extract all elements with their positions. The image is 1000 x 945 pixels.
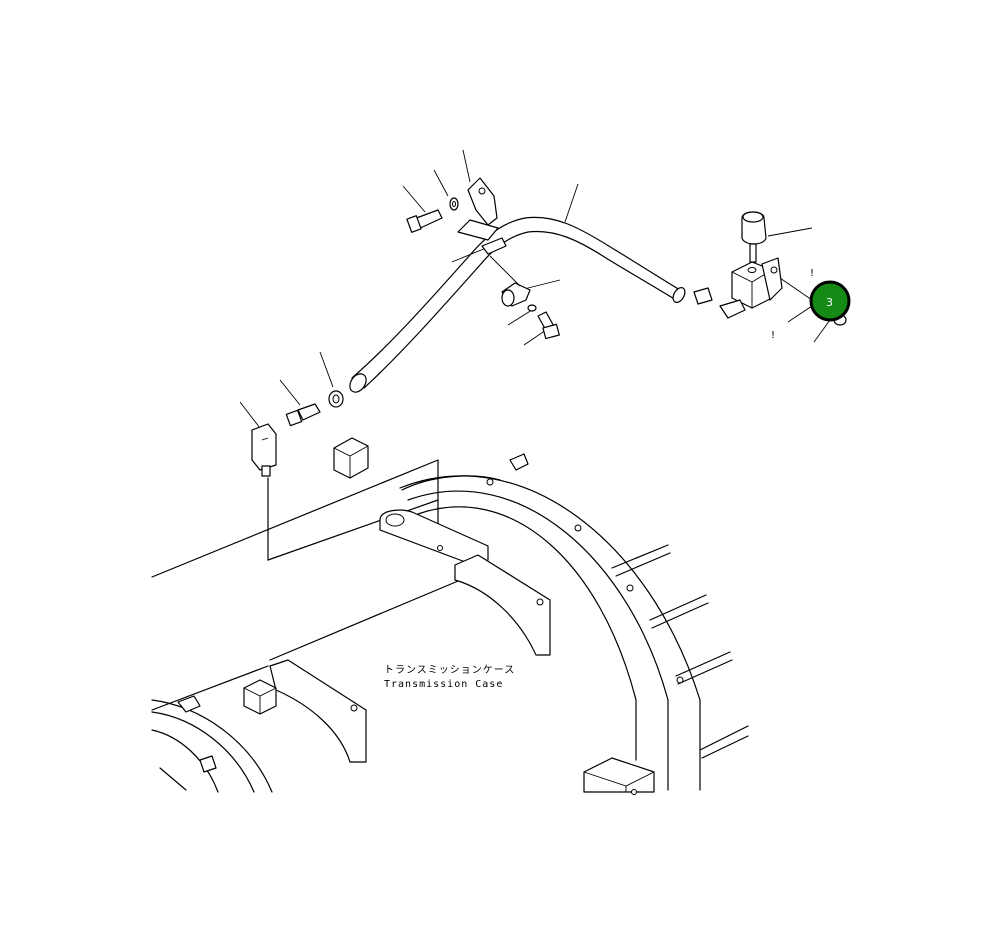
callout-3[interactable]: 3 — [809, 280, 851, 322]
callout-circle[interactable] — [809, 280, 851, 322]
valve-assembly — [693, 211, 847, 326]
mark-lower: ! — [771, 330, 775, 341]
mark-upper: ! — [810, 268, 814, 279]
label-jp: トランスミッションケース — [384, 664, 515, 676]
hose — [349, 216, 686, 393]
fittings-left — [251, 390, 344, 477]
transmission-case — [151, 437, 749, 795]
leader-lines — [239, 149, 831, 429]
callout-number[interactable]: 3 — [826, 296, 833, 309]
clamp-middle — [489, 255, 560, 340]
bracket-upper — [406, 177, 507, 255]
transmission-case-label: トランスミッションケース Transmission Case — [384, 664, 515, 690]
label-en: Transmission Case — [384, 679, 503, 690]
